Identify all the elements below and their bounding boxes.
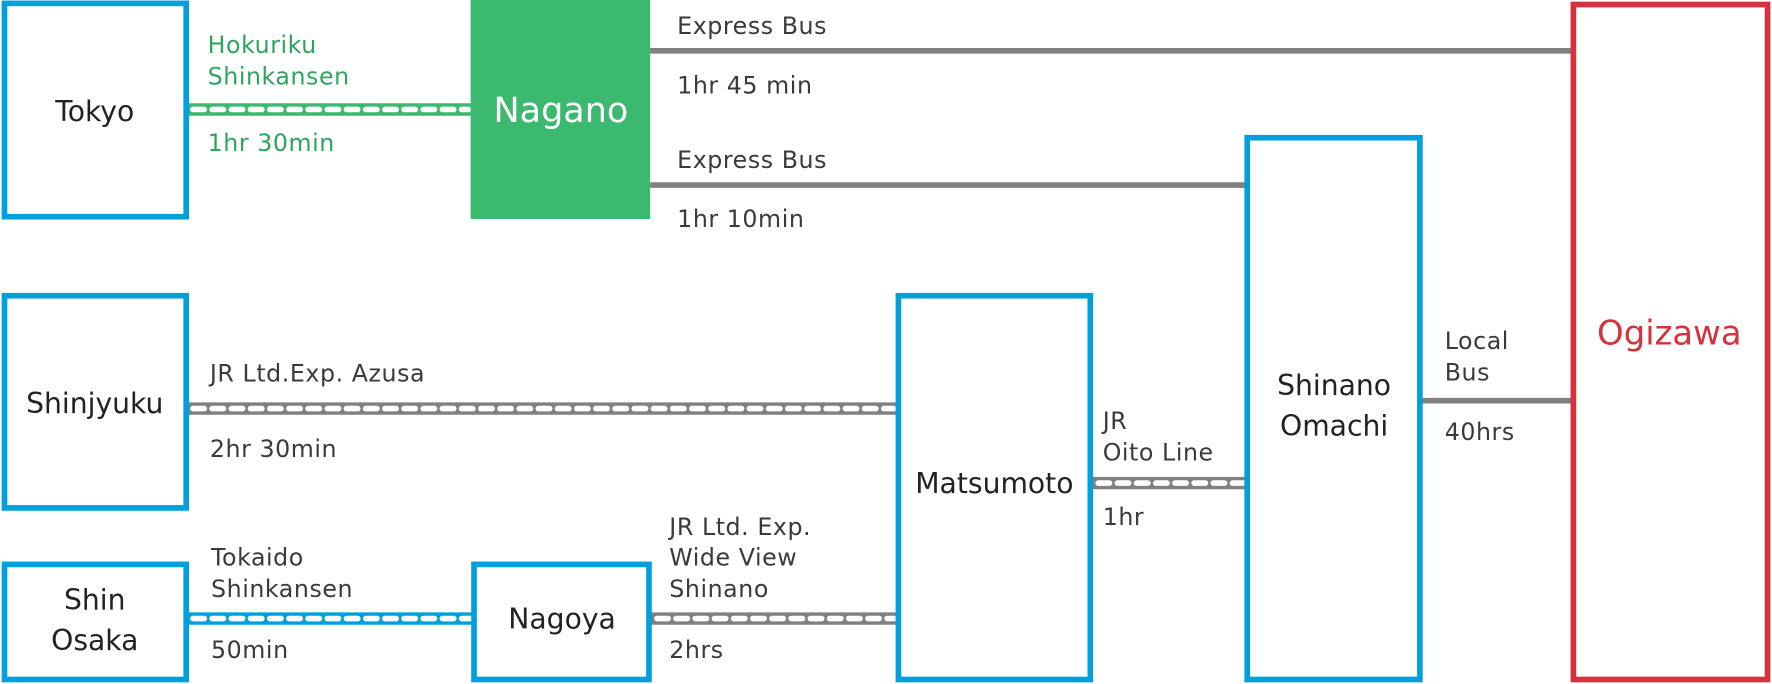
local-bus-label: Local xyxy=(1445,327,1509,355)
station-label: Matsumoto xyxy=(915,467,1073,500)
station-label: Nagoya xyxy=(508,603,616,636)
hokuriku-label: Hokuriku xyxy=(208,31,317,59)
station-shin-osaka: Shin Osaka xyxy=(1,561,190,683)
station-ogizawa: Ogizawa xyxy=(1570,1,1771,683)
station-nagoya: Nagoya xyxy=(471,561,652,683)
station-label: Shinjyuku xyxy=(26,387,163,420)
azusa-time: 2hr 30min xyxy=(210,435,337,463)
station-tokyo: Tokyo xyxy=(1,0,190,220)
destination-label: Ogizawa xyxy=(1597,313,1742,352)
station-shinjyuku: Shinjyuku xyxy=(1,292,190,511)
wide-view-time: 2hrs xyxy=(669,636,723,664)
tokaido-label: Tokaido xyxy=(210,543,304,571)
station-nagano: Nagano xyxy=(470,0,651,219)
wide-view-label: Shinano xyxy=(669,575,769,603)
route-lines xyxy=(186,47,1573,625)
station-label: Shin xyxy=(64,584,125,617)
tokaido-label: Shinkansen xyxy=(211,575,353,603)
station-label: Nagano xyxy=(494,91,629,131)
hokuriku-label: Shinkansen xyxy=(208,63,350,91)
station-shinano-omachi: Shinano Omachi xyxy=(1244,134,1423,683)
express-bus-time: 1hr 45 min xyxy=(677,72,812,100)
oito-time: 1hr xyxy=(1103,503,1145,531)
station-label: Tokyo xyxy=(54,95,134,128)
local-bus-label: Bus xyxy=(1445,358,1490,386)
express-bus-label: Express Bus xyxy=(677,146,827,174)
station-label: Omachi xyxy=(1280,410,1388,443)
hokuriku-time: 1hr 30min xyxy=(208,129,335,157)
express-bus-label: Express Bus xyxy=(677,12,827,40)
wide-view-label: Wide View xyxy=(669,543,797,571)
oito-label: JR xyxy=(1101,407,1128,435)
express-bus-time: 1hr 10min xyxy=(677,205,804,233)
wide-view-label: JR Ltd. Exp. xyxy=(667,513,811,541)
station-matsumoto: Matsumoto xyxy=(895,292,1094,683)
station-label: Shinano xyxy=(1277,369,1391,402)
azusa-label: JR Ltd.Exp. Azusa xyxy=(208,360,425,388)
local-bus-time: 40hrs xyxy=(1445,418,1515,446)
station-label: Osaka xyxy=(51,624,138,657)
tokaido-time: 50min xyxy=(211,636,289,664)
oito-label: Oito Line xyxy=(1103,439,1214,467)
